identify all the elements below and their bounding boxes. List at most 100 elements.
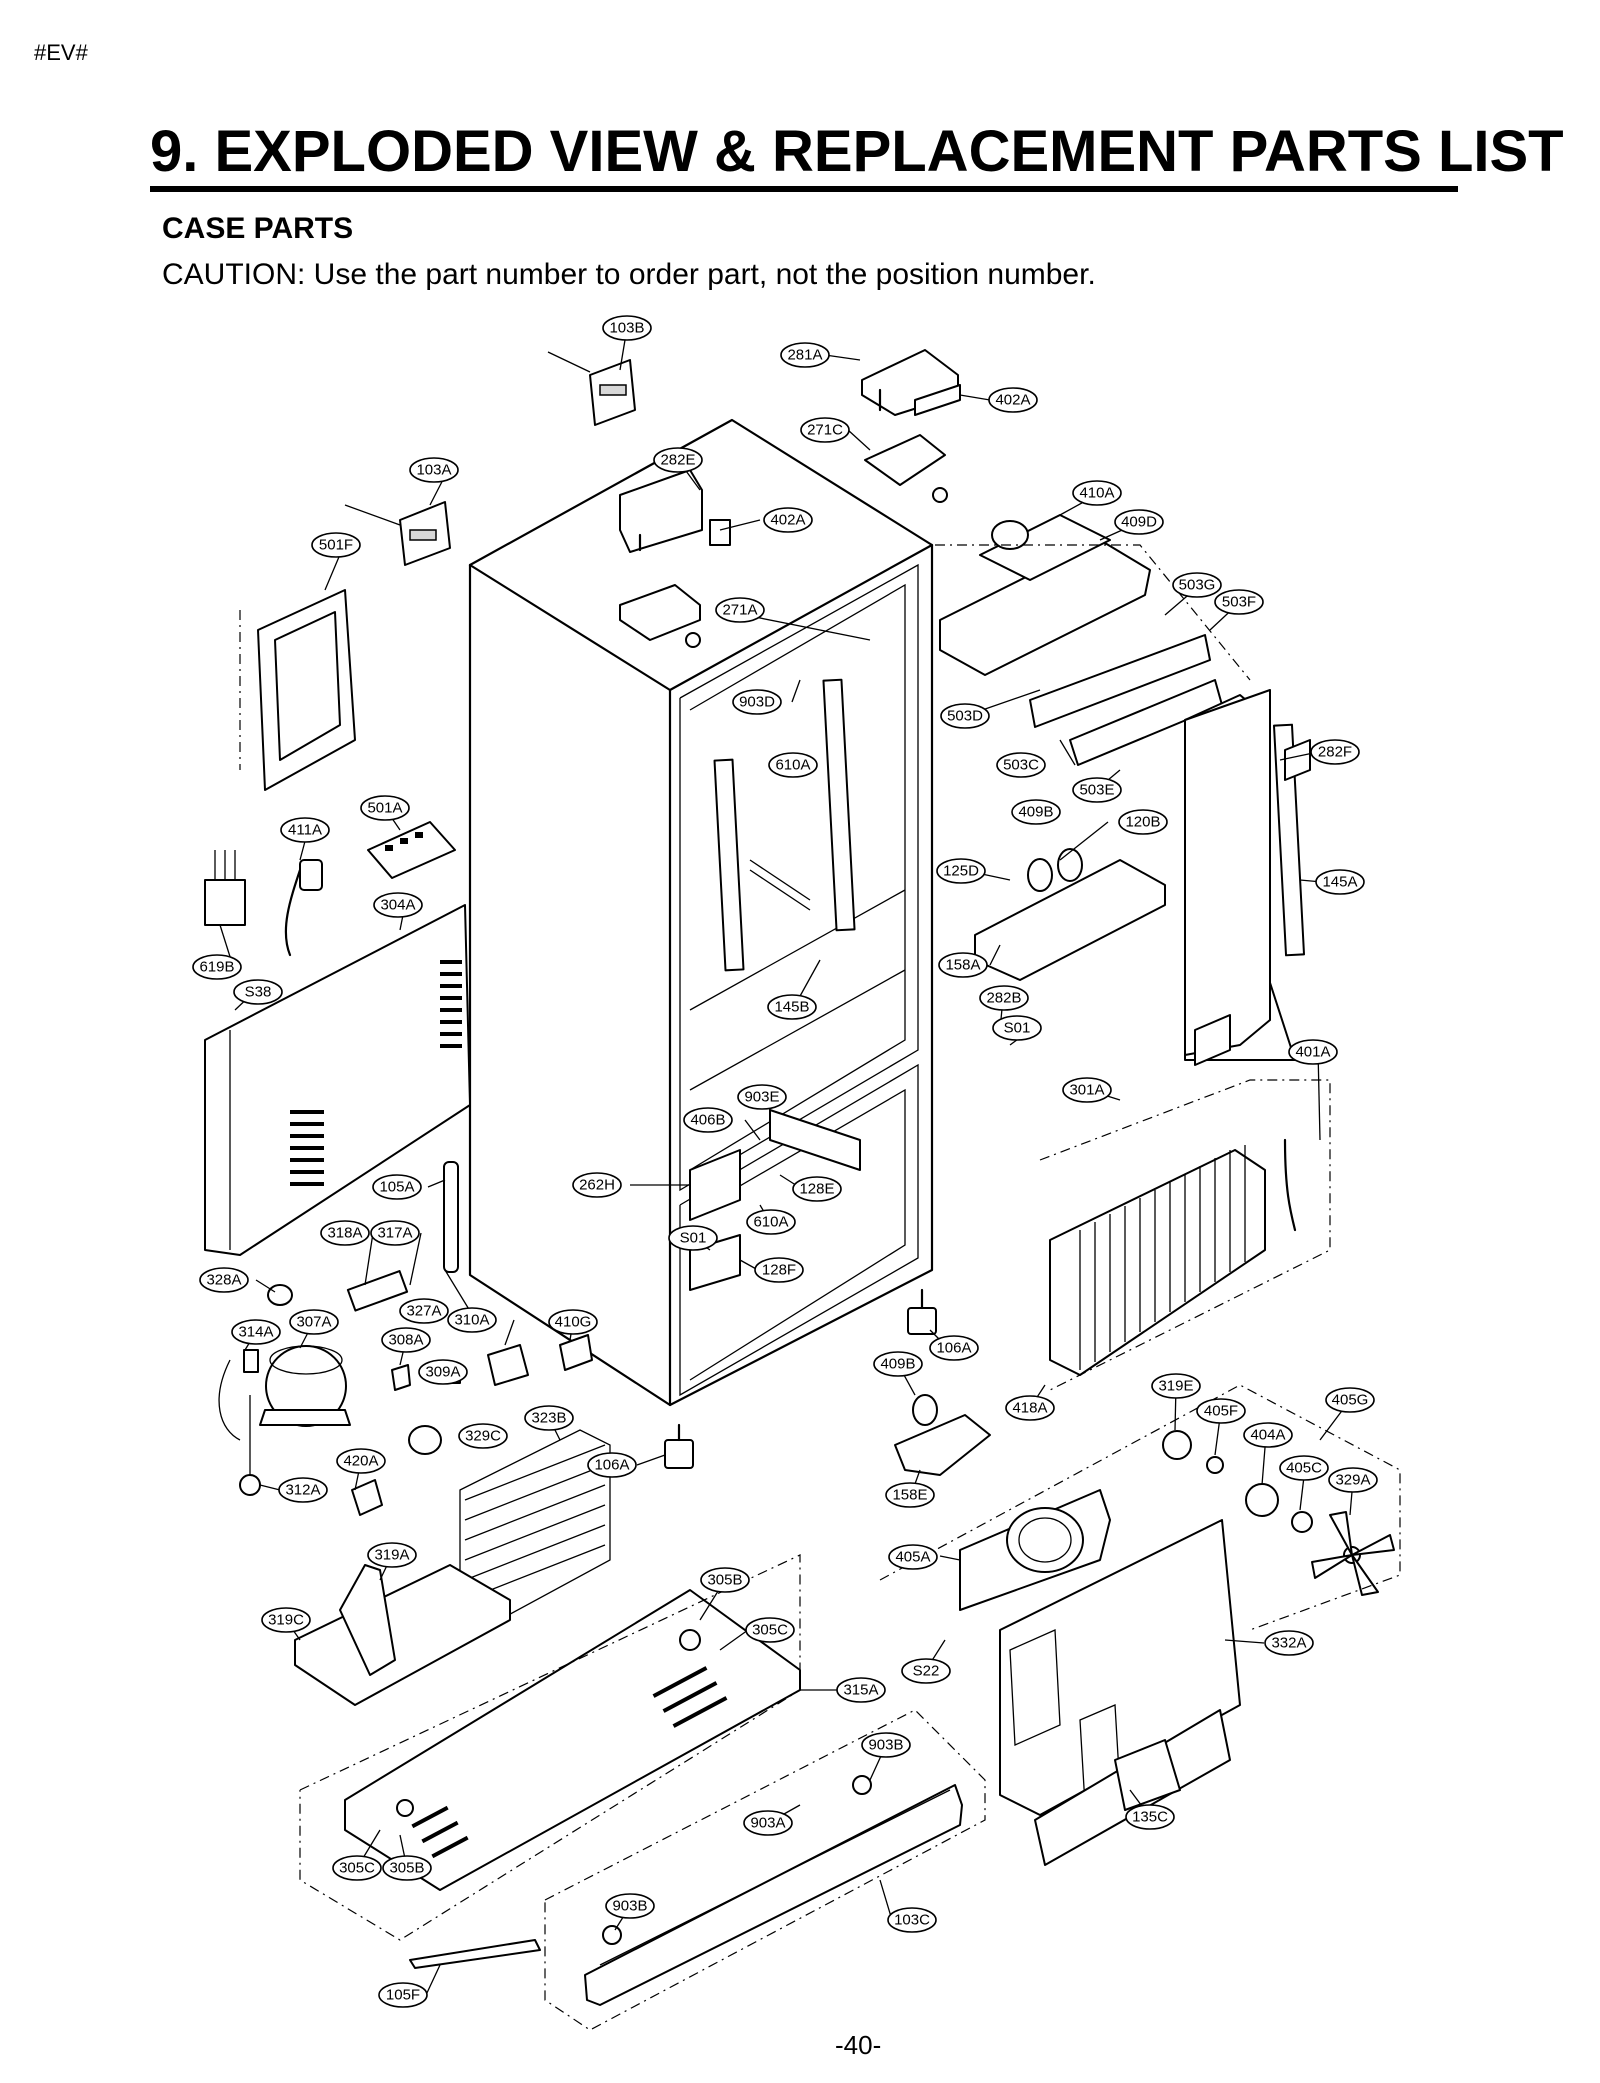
callout-text: 404A [1250, 1427, 1285, 1444]
callout-text: 315A [843, 1682, 878, 1699]
callout-text: 405A [895, 1549, 930, 1566]
callout-text: 405G [1332, 1392, 1369, 1409]
callout-text: 310A [454, 1312, 489, 1329]
callout-402a: 402A [988, 387, 1038, 413]
callout-text: 318A [327, 1225, 362, 1242]
callout-402a: 402A [763, 507, 813, 533]
callout-503g: 503G [1172, 572, 1222, 598]
callout-307a: 307A [289, 1309, 339, 1335]
callout-text: 329C [465, 1428, 501, 1445]
callout-text: 503E [1079, 782, 1114, 799]
callout-bubble [745, 1617, 795, 1643]
callout-bubble [653, 447, 703, 473]
back-cover-panel [999, 1519, 1241, 1866]
callout-bubble [901, 1658, 951, 1684]
callout-401a: 401A [1288, 1039, 1338, 1065]
callout-bubble [861, 1732, 911, 1758]
callout-128e: 128E [792, 1176, 842, 1202]
callout-text: 305C [339, 1860, 375, 1877]
callout-text: S38 [245, 984, 272, 1001]
callout-bubble [1288, 1039, 1338, 1065]
callout-bubble [1005, 1395, 1055, 1421]
callout-bubble [587, 1452, 637, 1478]
callout-bubble [700, 1567, 750, 1593]
callout-319e: 319E [1151, 1373, 1201, 1399]
callout-text: 410A [1079, 485, 1114, 502]
callout-bubble [373, 892, 423, 918]
callout-text: 405F [1204, 1403, 1238, 1420]
drain-pan [409, 1939, 541, 1969]
callout-text: 103B [609, 320, 644, 337]
callout-501a: 501A [360, 795, 410, 821]
callout-bubble [548, 1309, 598, 1335]
callout-bubble [938, 952, 988, 978]
callout-312a: 312A [278, 1477, 328, 1503]
callout-text: 619B [199, 959, 234, 976]
base-plate [299, 1554, 801, 1941]
callout-text: 903B [868, 1737, 903, 1754]
callout-bubble [1072, 777, 1122, 803]
callout-903a: 903A [743, 1810, 793, 1836]
callout-bubble [278, 1477, 328, 1503]
callout-103c: 103C [887, 1907, 937, 1933]
callout-text: 319E [1158, 1378, 1193, 1395]
callout-bubble [602, 315, 652, 341]
callout-text: 128F [762, 1262, 796, 1279]
callout-bubble [192, 954, 242, 980]
callout-405a: 405A [888, 1544, 938, 1570]
callout-bubble [360, 795, 410, 821]
callout-503f: 503F [1214, 589, 1264, 615]
callout-text: S01 [680, 1230, 707, 1247]
callout-404a: 404A [1243, 1422, 1293, 1448]
callout-text: 503F [1222, 594, 1256, 611]
pcb-board [367, 821, 456, 879]
callout-503d: 503D [940, 703, 990, 729]
callout-text: 282F [1318, 744, 1352, 761]
callout-s38: S38 [233, 979, 283, 1005]
callout-bubble [668, 1225, 718, 1251]
callout-text: 305B [707, 1572, 742, 1589]
callout-bubble [929, 1335, 979, 1361]
callout-text: 328A [206, 1272, 241, 1289]
callout-text: 271C [807, 422, 843, 439]
callout-text: 103A [416, 462, 451, 479]
callout-305c: 305C [332, 1855, 382, 1881]
top-hinge-assembly [344, 349, 961, 648]
callout-420a: 420A [336, 1448, 386, 1474]
side-cover-panel [204, 904, 471, 1256]
callout-bubble [409, 457, 459, 483]
page-number: -40- [835, 2030, 882, 2060]
callout-text: 503G [1179, 577, 1216, 594]
callout-619b: 619B [192, 954, 242, 980]
callout-bubble [1264, 1630, 1314, 1656]
callout-text: 327A [406, 1303, 441, 1320]
callout-bubble [399, 1298, 449, 1324]
lamp-cover [974, 848, 1166, 981]
callout-158e: 158E [885, 1482, 935, 1508]
callout-bubble [261, 1607, 311, 1633]
callout-text: 120B [1125, 814, 1160, 831]
lamp-socket-lower [894, 1394, 991, 1476]
callout-bubble [382, 1855, 432, 1881]
callout-bubble [336, 1448, 386, 1474]
callout-text: 106A [936, 1340, 971, 1357]
callout-503c: 503C [996, 752, 1046, 778]
callout-text: 309A [425, 1364, 460, 1381]
callout-406b: 406B [683, 1107, 733, 1133]
callout-bubble [888, 1544, 938, 1570]
callout-text: 903B [612, 1898, 647, 1915]
callout-135c: 135C [1125, 1804, 1175, 1830]
callout-301a: 301A [1062, 1077, 1112, 1103]
callout-s01: S01 [992, 1015, 1042, 1041]
callout-903b: 903B [605, 1893, 655, 1919]
callout-319a: 319A [367, 1542, 417, 1568]
callout-bubble [988, 387, 1038, 413]
callout-bubble [940, 703, 990, 729]
callout-103a: 103A [409, 457, 459, 483]
callout-bubble [836, 1677, 886, 1703]
callout-text: 903A [750, 1815, 785, 1832]
callout-bubble [311, 532, 361, 558]
bottom-grille [544, 1709, 986, 2031]
callout-bubble [370, 1220, 420, 1246]
